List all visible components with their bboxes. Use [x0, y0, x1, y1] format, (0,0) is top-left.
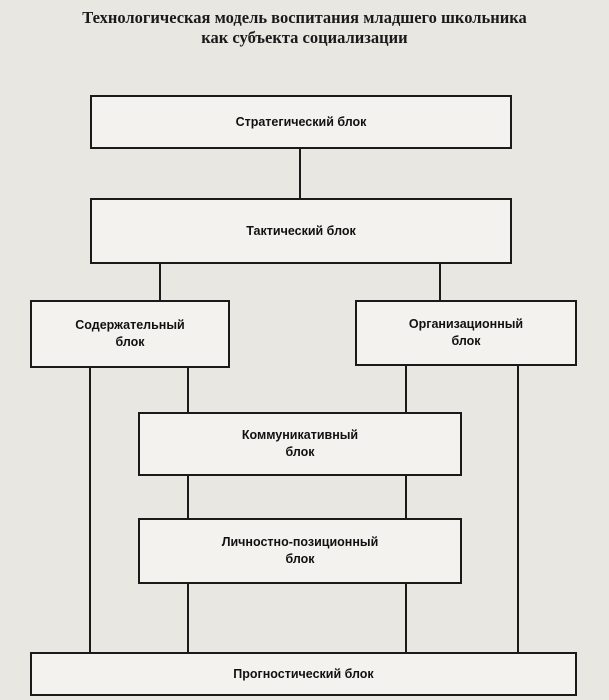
tactical-block-label: Тактический блок [246, 223, 356, 238]
content-block-label: Содержательный блок [75, 318, 185, 349]
tactical-block: Тактический блок [90, 198, 512, 264]
strategic-block: Стратегический блок [90, 95, 512, 149]
organizational-block: Организационный блок [355, 300, 577, 366]
strategic-block-label: Стратегический блок [235, 114, 367, 129]
diagram-title-line-2: как субъекта социализации [201, 28, 408, 47]
content-block: Содержательный блок [30, 300, 230, 368]
diagram-title-line-1: Технологическая модель воспитания младше… [82, 8, 527, 27]
diagram-title: Технологическая модель воспитания младше… [0, 8, 609, 48]
prognostic-block-label: Прогностический блок [233, 666, 374, 681]
communicative-block: Коммуникативный блок [138, 412, 462, 476]
prognostic-block: Прогностический блок [30, 652, 577, 696]
organizational-block-label: Организационный блок [408, 317, 524, 348]
personal-positional-block-label: Личностно-позиционный блок [221, 535, 379, 566]
communicative-block-label: Коммуникативный блок [241, 428, 359, 459]
personal-positional-block: Личностно-позиционный блок [138, 518, 462, 584]
